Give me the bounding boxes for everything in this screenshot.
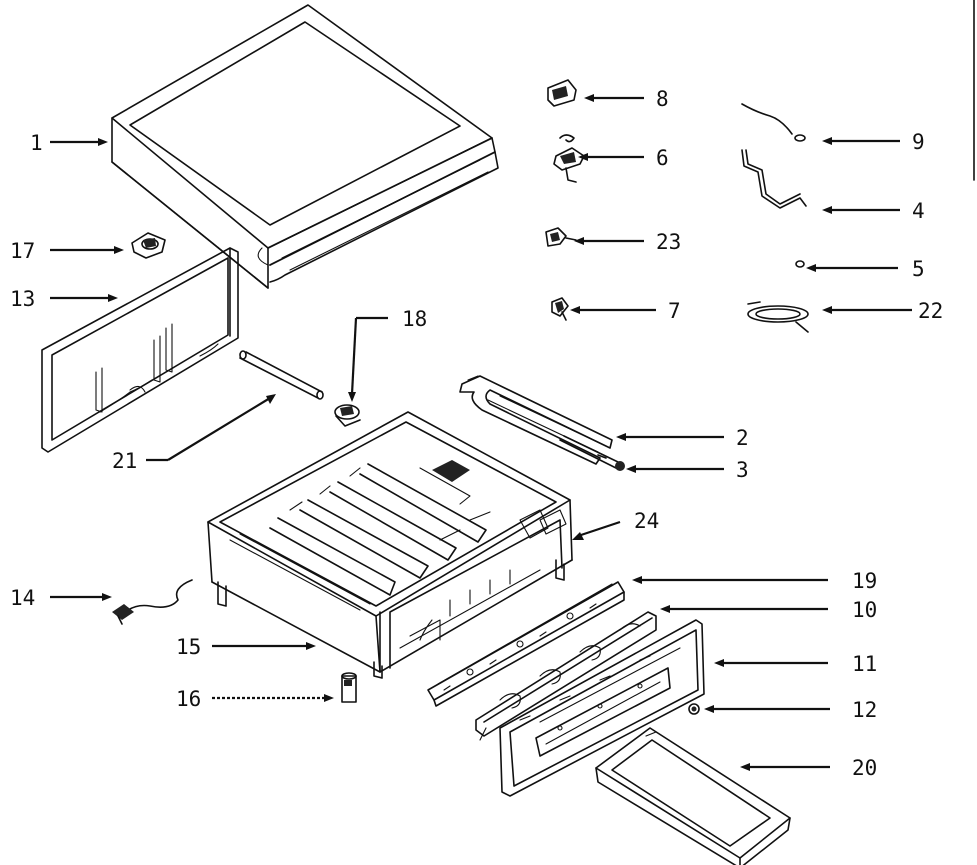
label-3: 3 [736, 458, 749, 482]
part-5-nut [795, 260, 805, 268]
part-18-valve [334, 404, 361, 427]
part-22-hose-loop [747, 301, 809, 333]
label-17: 17 [10, 239, 35, 263]
label-5: 5 [912, 257, 925, 281]
label-10: 10 [852, 598, 877, 622]
label-2: 2 [736, 426, 749, 450]
label-15: 15 [176, 635, 201, 659]
part-12-knob [688, 703, 700, 715]
label-8: 8 [656, 87, 669, 111]
part-19-manifold [427, 581, 625, 707]
part-14-power-cord [112, 579, 193, 625]
label-20: 20 [852, 756, 877, 780]
leader-lines [50, 94, 912, 771]
part-8-switch [547, 79, 577, 107]
part-16-foot [341, 672, 357, 703]
label-21: 21 [112, 449, 137, 473]
label-24: 24 [634, 509, 659, 533]
label-4: 4 [912, 199, 925, 223]
label-18: 18 [402, 307, 427, 331]
part-15-frame [207, 411, 573, 679]
part-9-thermocouple [741, 103, 806, 142]
part-1-griddle-plate [111, 4, 499, 289]
label-23: 23 [656, 230, 681, 254]
part-17-thermostat [131, 232, 166, 259]
part-24-component [539, 509, 567, 535]
label-9: 9 [912, 130, 925, 154]
part-7-fitting [551, 297, 569, 321]
part-2-burner [459, 375, 613, 465]
part-4-tube [741, 149, 807, 209]
part-3-orifice [559, 435, 625, 471]
label-14: 14 [10, 586, 35, 610]
label-16: 16 [176, 687, 201, 711]
label-1: 1 [30, 131, 43, 155]
label-19: 19 [852, 569, 877, 593]
label-13: 13 [10, 287, 35, 311]
part-11-front-panel [499, 619, 705, 797]
part-23-fitting [545, 227, 577, 247]
part-6-pilot-valve [553, 134, 585, 183]
part-13-back-panel [41, 247, 239, 453]
label-6: 6 [656, 146, 669, 170]
label-11: 11 [852, 652, 877, 676]
part-21-rod [239, 350, 324, 400]
label-22: 22 [918, 299, 943, 323]
part-20-drip-tray [595, 727, 791, 865]
part-10-valve-rail [475, 611, 657, 741]
part-labels: 1 17 13 18 21 2 3 24 19 10 11 12 20 14 1… [10, 87, 943, 780]
label-7: 7 [668, 299, 681, 323]
label-12: 12 [852, 698, 877, 722]
